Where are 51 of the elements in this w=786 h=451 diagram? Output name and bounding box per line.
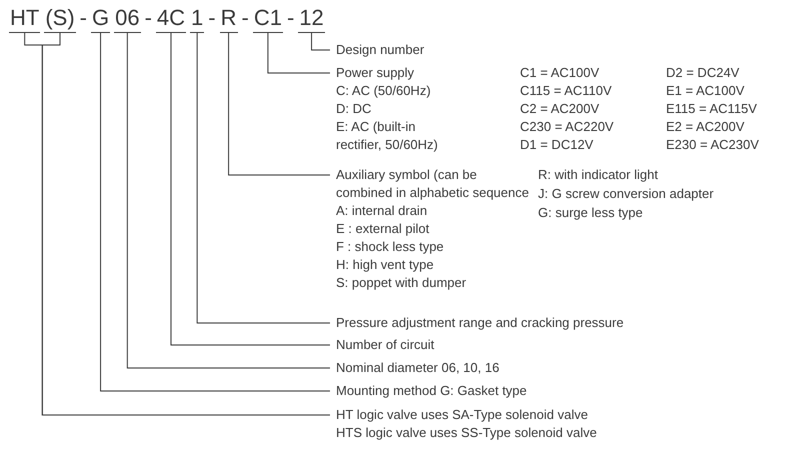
code-separator: - bbox=[208, 6, 216, 30]
code-segment: 12 bbox=[298, 6, 325, 33]
leader-line bbox=[170, 32, 330, 346]
code-value-text: C230 = AC220V bbox=[520, 118, 614, 136]
leader-line bbox=[100, 32, 330, 392]
code-value-text: E2 = AC200V bbox=[666, 118, 744, 136]
code-segment: (S) bbox=[44, 6, 76, 33]
description-text: HTS logic valve uses SS-Type solenoid valve bbox=[336, 424, 597, 442]
description-text: A: internal drain bbox=[336, 202, 428, 220]
description-text: H: high vent type bbox=[336, 256, 435, 274]
code-value-text: D2 = DC24V bbox=[666, 64, 740, 82]
code-separator: - bbox=[242, 6, 249, 30]
code-segment: R bbox=[220, 6, 238, 33]
code-segment: HT bbox=[9, 6, 40, 33]
description-text: E : external pilot bbox=[336, 220, 430, 238]
code-value-text: C2 = AC200V bbox=[520, 100, 600, 118]
description-text: Nominal diameter 06, 10, 16 bbox=[336, 359, 500, 377]
leader-line bbox=[228, 32, 330, 176]
leader-line bbox=[267, 32, 330, 74]
code-value-text: E1 = AC100V bbox=[666, 82, 744, 100]
code-separator: - bbox=[80, 6, 87, 30]
description-text: Design number bbox=[336, 41, 424, 59]
leader-line bbox=[126, 32, 330, 368]
code-value-text: E115 = AC115V bbox=[666, 100, 757, 118]
code-segment: 06 bbox=[114, 6, 141, 33]
description-text: S: poppet with dumper bbox=[336, 274, 468, 292]
code-segment: 1 bbox=[190, 6, 204, 33]
code-value-text: C115 = AC110V bbox=[520, 82, 612, 100]
code-segment: C1 bbox=[252, 6, 283, 33]
code-value-text: D1 = DC12V bbox=[520, 136, 594, 154]
code-value-text: G: surge less type bbox=[538, 204, 643, 222]
description-text: Number of circuit bbox=[336, 336, 434, 354]
description-text: Power supply bbox=[336, 64, 416, 82]
description-text: D: DC bbox=[336, 100, 372, 118]
code-value-text: C1 = AC100V bbox=[520, 64, 600, 82]
code-separator: - bbox=[144, 6, 152, 30]
leader-line bbox=[311, 32, 330, 50]
description-text: HT logic valve uses SA-Type solenoid valve bbox=[336, 406, 589, 424]
code-segment: G bbox=[90, 6, 110, 33]
code-value-text: R: with indicator light bbox=[538, 166, 658, 184]
description-text: Mounting method G: Gasket type bbox=[336, 382, 527, 400]
description-text: E: AC (built-in rectifier, 50/60Hz) bbox=[336, 118, 439, 154]
description-text: C: AC (50/60Hz) bbox=[336, 82, 432, 100]
code-separator: - bbox=[286, 6, 294, 30]
description-text: Auxiliary symbol (can be combined in alphabetic sequence bbox=[336, 166, 530, 202]
code-segment: 4C bbox=[156, 6, 186, 33]
code-value-text: J: G screw conversion adapter bbox=[538, 185, 714, 203]
code-value-text: E230 = AC230V bbox=[666, 136, 759, 154]
description-text: F : shock less type bbox=[336, 238, 445, 256]
leader-line bbox=[196, 32, 330, 324]
description-text: Pressure adjustment range and cracking pressure bbox=[336, 314, 624, 332]
